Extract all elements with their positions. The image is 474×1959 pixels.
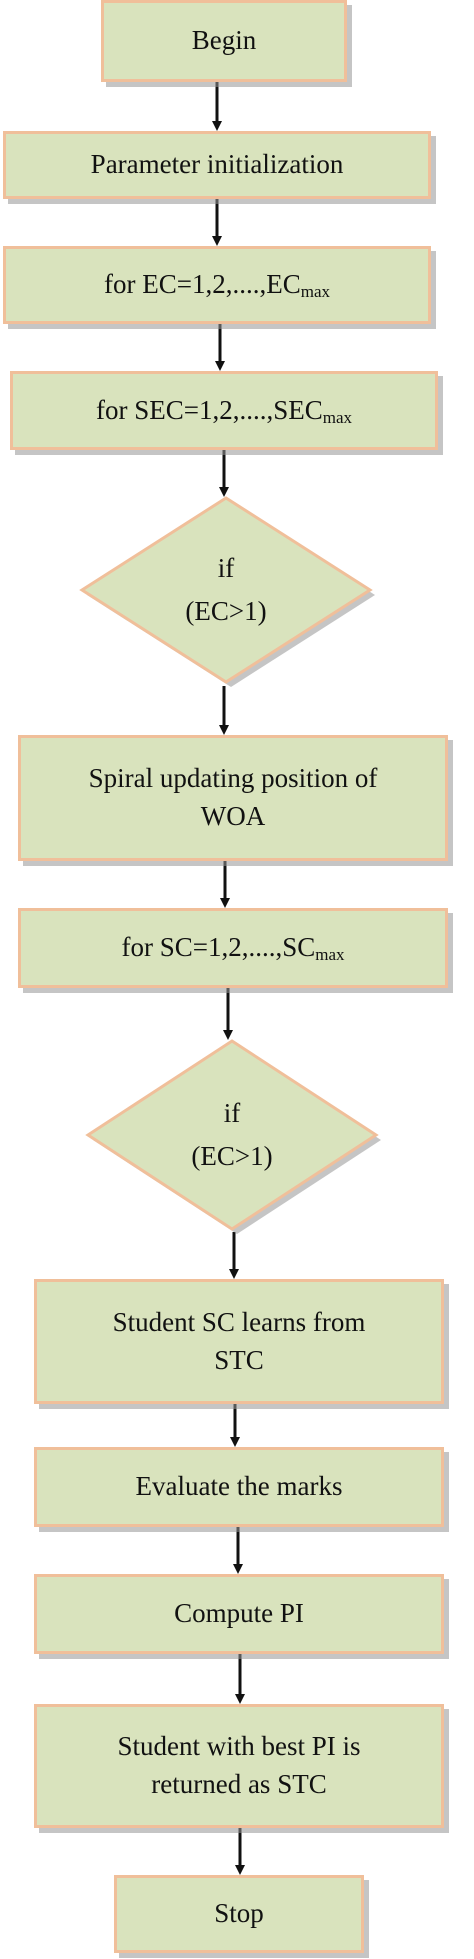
spiral-update-label: Spiral updating position of WOA — [88, 763, 378, 831]
decision-1-label: if (EC>1) — [185, 552, 267, 626]
parameter-initialization-node: Parameter initialization — [3, 131, 431, 199]
decision-2-label: if (EC>1) — [191, 1097, 273, 1171]
begin-label: Begin — [191, 25, 257, 56]
stop-label: Stop — [214, 1898, 264, 1929]
student-learns-label: Student SC learns from STC — [112, 1306, 366, 1375]
parameter-initialization-label: Parameter initialization — [90, 149, 344, 180]
decision-node-1 — [79, 496, 375, 687]
for-sc-loop-node: for SC=1,2,....,SCmax — [18, 908, 448, 988]
for-ec-loop-node: for EC=1,2,....,ECmax — [3, 246, 431, 324]
compute-pi-label: Compute PI — [174, 1598, 304, 1629]
for-sec-label: for SEC=1,2,....,SECmax — [95, 394, 353, 427]
for-sc-label: for SC=1,2,....,SCmax — [121, 932, 345, 965]
stop-node: Stop — [114, 1875, 364, 1953]
begin-node: Begin — [101, 0, 347, 82]
evaluate-marks-node: Evaluate the marks — [34, 1447, 444, 1527]
best-student-label: Student with best PI is returned as STC — [117, 1731, 361, 1799]
decision-node-2 — [85, 1039, 381, 1234]
compute-pi-node: Compute PI — [34, 1574, 444, 1654]
evaluate-marks-label: Evaluate the marks — [135, 1471, 343, 1502]
student-learns-node: Student SC learns from STC — [34, 1279, 444, 1404]
for-sec-loop-node: for SEC=1,2,....,SECmax — [10, 371, 438, 450]
spiral-update-node: Spiral updating position of WOA — [18, 735, 448, 861]
best-student-node: Student with best PI is returned as STC — [34, 1704, 444, 1828]
for-ec-label: for EC=1,2,....,ECmax — [104, 269, 330, 302]
